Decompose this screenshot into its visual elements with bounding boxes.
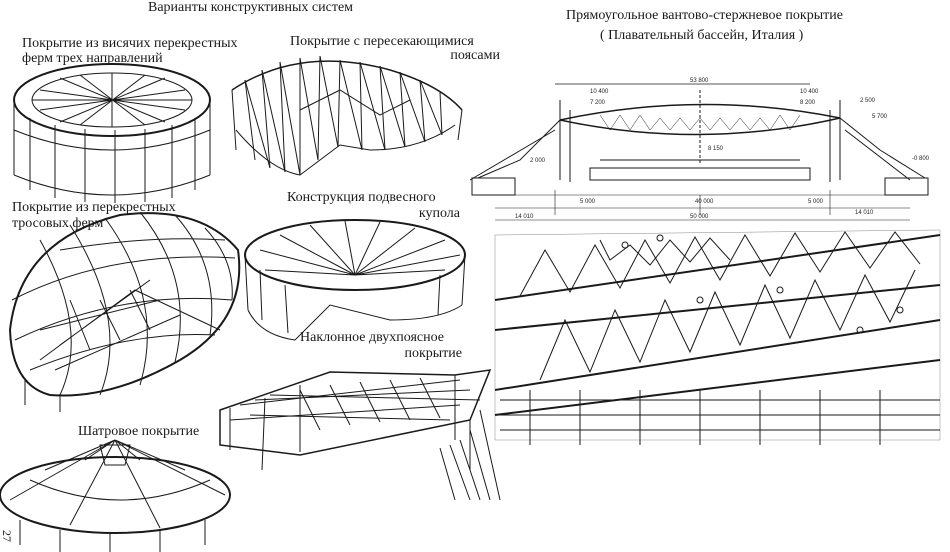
dim-left-level: 2 000 — [530, 158, 546, 164]
roof-structure-perspective — [494, 229, 941, 445]
inclined-roof-sketch — [219, 369, 501, 501]
intersecting-label-1: Покрытие с пересекающимися — [290, 34, 474, 49]
right-title: Прямоугольное вантово-стержневое покрыти… — [566, 8, 843, 23]
dim-level-right-3: -0 800 — [912, 156, 930, 162]
tent-roof-sketch — [0, 439, 231, 552]
dim-inner-mid: 40 000 — [695, 199, 714, 205]
page-number: 27 — [0, 530, 14, 542]
inclined-label-2: покрытие — [404, 346, 462, 361]
dim-bottom-left: 14 010 — [515, 214, 534, 220]
cross-truss-drum-sketch — [13, 63, 211, 203]
dim-right-seg: 10 400 — [800, 89, 819, 95]
dim-right-sub: 8 200 — [800, 100, 816, 106]
cable-truss-shell-sketch — [8, 211, 241, 412]
dim-inner-right: 5 000 — [808, 199, 824, 205]
dome-label-1: Конструкция подвесного — [287, 190, 436, 205]
intersecting-chords-sketch — [231, 55, 463, 176]
dim-inner-left: 5 000 — [580, 199, 596, 205]
dim-bottom-right: 14 010 — [855, 210, 874, 216]
cross-truss-label-1: Покрытие из висячих перекрестных — [22, 36, 238, 51]
inclined-label-1: Наклонное двухпоясное — [300, 330, 444, 345]
right-subtitle: ( Плавательный бассейн, Италия ) — [600, 28, 804, 43]
tent-label: Шатровое покрытие — [78, 424, 200, 439]
intersecting-label-2: поясами — [450, 48, 500, 63]
dim-mid-height: 8 150 — [708, 146, 724, 152]
dim-level-right-1: 2 500 — [860, 98, 876, 104]
left-title: Варианты конструктивных систем — [148, 0, 354, 15]
cross-truss-label-2: ферм трех направлений — [22, 51, 163, 66]
elevation-drawing — [469, 83, 929, 221]
cable-truss-label-1: Покрытие из перекрестных — [12, 200, 176, 215]
dim-left-seg: 10 400 — [590, 89, 609, 95]
dim-bottom-mid: 50 000 — [690, 214, 709, 220]
dome-label-2: купола — [418, 206, 460, 221]
suspended-dome-sketch — [244, 219, 466, 341]
dim-left-sub: 7 200 — [590, 100, 606, 106]
dim-level-right-2: 5 700 — [872, 114, 888, 120]
elevation-dimensions: 53 800 10 400 7 200 10 400 8 200 8 150 2… — [515, 78, 930, 220]
dim-top-span: 53 800 — [690, 78, 709, 84]
cable-truss-label-2: тросовых ферм — [12, 216, 104, 231]
